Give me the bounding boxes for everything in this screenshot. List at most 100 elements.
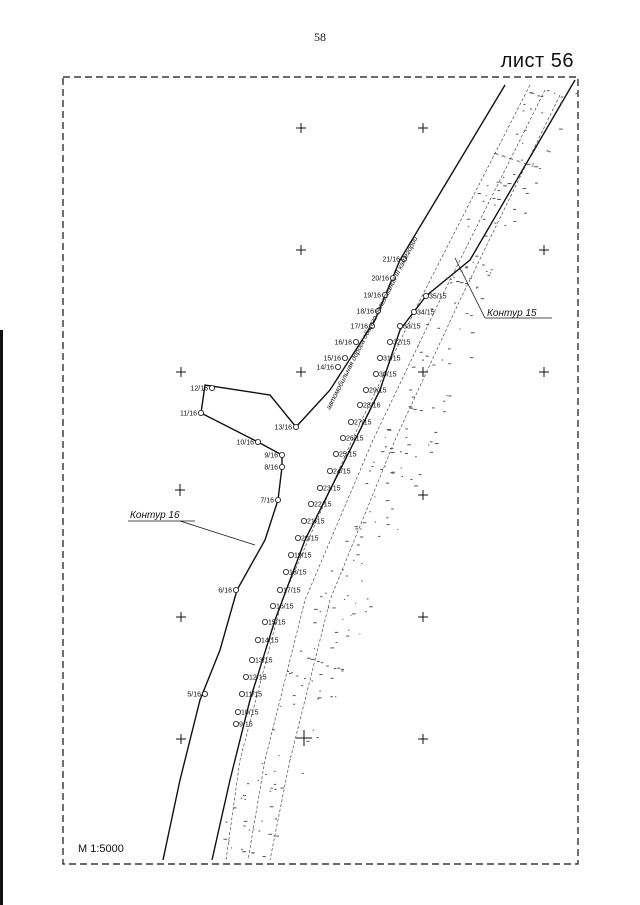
terrain-dot (425, 355, 429, 357)
terrain-dot (456, 281, 460, 282)
terrain-dot (419, 351, 423, 353)
terrain-dots (211, 90, 579, 860)
terrain-dot (258, 830, 261, 832)
contour-15-label: Контур 15 (487, 308, 537, 319)
grid-cross (296, 245, 306, 255)
terrain-dot (391, 472, 395, 474)
terrain-dot (391, 471, 396, 473)
terrain-dot (384, 436, 386, 438)
terrain-dot (335, 642, 338, 644)
terrain-dot (225, 821, 228, 823)
terrain-dot (355, 602, 357, 604)
terrain-dot (511, 158, 513, 160)
boundary-point-label: 22/15 (314, 502, 332, 509)
terrain-dot (409, 389, 413, 391)
terrain-dot (299, 650, 303, 652)
road-edge-right (269, 94, 561, 861)
terrain-dot (275, 835, 279, 837)
boundary-point-label: 18/15 (289, 570, 307, 577)
terrain-dot (278, 755, 280, 757)
terrain-dot (467, 226, 470, 228)
boundary-point-marker (362, 386, 369, 393)
terrain-dot (373, 461, 375, 463)
terrain-dot (269, 790, 272, 792)
terrain-dot (326, 665, 329, 667)
terrain-dot (360, 528, 362, 530)
terrain-dot (523, 104, 526, 105)
boundary-point-marker (197, 409, 204, 416)
terrain-dot (413, 408, 417, 410)
boundary-point-marker (352, 338, 359, 345)
terrain-dot (243, 825, 246, 827)
terrain-dot (489, 272, 492, 274)
terrain-dot (343, 598, 346, 600)
boundary-point-label: 10/15 (241, 710, 259, 717)
terrain-dot (241, 848, 243, 850)
terrain-dot (460, 270, 463, 272)
terrain-dot (434, 443, 439, 444)
boundary-point-marker (278, 451, 285, 458)
terrain-dot (419, 410, 423, 412)
terrain-dot (560, 102, 563, 104)
terrain-dot (346, 635, 350, 637)
terrain-dot (356, 554, 360, 556)
contour-16-leader (179, 520, 256, 546)
terrain-dot (365, 483, 369, 484)
boundary-point-marker (232, 721, 239, 728)
terrain-dot (465, 266, 468, 268)
terrain-dot (465, 313, 469, 315)
terrain-dot (361, 580, 363, 582)
terrain-dot (290, 672, 293, 674)
terrain-dot (484, 235, 488, 237)
boundary-point-label: 34/15 (417, 310, 435, 317)
boundary-point-label: 8/16 (264, 465, 278, 472)
terrain-dot (330, 647, 335, 649)
terrain-dot (449, 278, 452, 280)
terrain-dot (525, 192, 529, 194)
terrain-dot (311, 680, 314, 682)
boundary-point-label: 21/15 (307, 519, 325, 526)
terrain-dot (483, 218, 486, 220)
boundary-point-marker (232, 587, 239, 594)
terrain-dot (503, 185, 507, 187)
terrain-dot (522, 188, 527, 189)
terrain-dot (265, 774, 267, 775)
terrain-dot (252, 852, 254, 854)
terrain-dot (497, 190, 500, 192)
terrain-dot (405, 437, 408, 439)
terrain-dot (521, 159, 523, 161)
terrain-dot (331, 570, 334, 572)
terrain-dot (532, 163, 535, 165)
terrain-dot (287, 671, 290, 672)
contour-15-boundary (211, 79, 576, 861)
terrain-dot (537, 95, 541, 97)
terrain-dot (233, 807, 237, 809)
terrain-dot (320, 596, 323, 598)
terrain-dot (334, 631, 339, 633)
terrain-dot (404, 453, 408, 454)
terrain-dot (397, 529, 399, 530)
boundary-point-marker (254, 637, 261, 644)
terrain-dot (292, 695, 296, 697)
terrain-dot (332, 607, 336, 609)
terrain-dot (411, 396, 415, 398)
terrain-dot (345, 540, 349, 542)
boundary-point-label: 9/15 (239, 722, 253, 729)
boundary-point-marker (396, 322, 403, 329)
boundary-point-marker (300, 518, 307, 525)
terrain-dot (487, 274, 491, 276)
terrain-dot (554, 92, 556, 94)
terrain-dot (415, 456, 417, 458)
boundary-point-marker (386, 338, 393, 345)
map-symbol (296, 730, 312, 746)
terrain-dot (524, 129, 527, 131)
terrain-dot (333, 668, 337, 669)
terrain-dot (530, 108, 533, 110)
terrain-dot (490, 269, 493, 271)
boundary-point-marker (326, 467, 333, 474)
boundary-point-marker (374, 307, 381, 314)
grid-crosses (176, 123, 549, 744)
boundary-point-marker (368, 322, 375, 329)
terrain-dot (313, 622, 317, 624)
scan-edge-bar (0, 330, 3, 905)
